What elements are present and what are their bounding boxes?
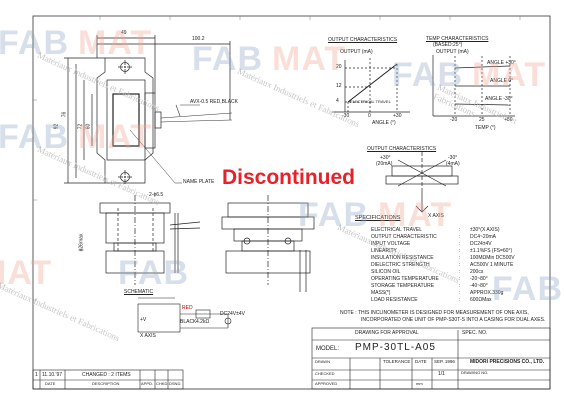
watermark-fab: FAB [492, 270, 563, 308]
hole-label: 2-ϕ6.5 [149, 192, 164, 198]
schematic-title: SCHEMATIC [124, 289, 154, 295]
watermark-fab: FAB [118, 254, 189, 292]
checked-label: CHECKED [315, 371, 335, 376]
output-chart-2-title: OUTPUT CHARACTERISTICS [367, 146, 437, 152]
temp-tick-25: 25 [479, 117, 485, 123]
rev-col-desc: DESCRIPTION [92, 381, 120, 386]
temp-chart-title: TEMP CHARACTERISTICS [426, 36, 489, 42]
out2-p30: +30° [380, 155, 391, 161]
date-label: DATE [415, 359, 427, 364]
front-view-bottom [221, 195, 315, 292]
output-tick-12: 12 [336, 83, 342, 89]
dim-100: 100.2 [192, 36, 205, 42]
temp-tick-m20: -20 [450, 117, 458, 123]
watermark-mat: MAT [472, 56, 547, 94]
lead-label: AVX-0.5 RED,BLACK [190, 99, 238, 105]
temp-angle-m30: ANGLE -30° [485, 96, 513, 102]
temp-xlabel: TEMP (°) [475, 125, 496, 131]
tolerance-label: TOLERANCE [383, 359, 411, 364]
rev-col-dsnd: DSND. [169, 381, 182, 386]
temp-angle-0: ANGLE 0° [490, 78, 514, 84]
model-label: MODEL: [316, 346, 340, 352]
sch-xaxis: X AXIS [140, 333, 156, 339]
dim-49: 49 [121, 30, 127, 36]
drawing-frame [32, 15, 551, 390]
watermark-fab: FAB [192, 40, 263, 78]
watermark-mat: MAT [78, 24, 153, 62]
spec-no-label: SPEC. NO. [462, 330, 488, 336]
dim-76: 76 [61, 111, 68, 118]
output-tick-0: 0 [368, 113, 371, 119]
out2-m30: -30° [448, 155, 458, 161]
title-block [32, 327, 551, 390]
date-value: SEP. 1996 [434, 359, 455, 364]
front-view [64, 35, 231, 184]
temp-chart-ylabel: OUTPUT (mA) [436, 49, 469, 55]
schematic [137, 297, 232, 333]
side-view-left [99, 195, 201, 285]
discontinued-banner: Discontinued [222, 166, 356, 189]
output-chart-ylabel: OUTPUT (mA) [340, 49, 373, 55]
output-angle-label: ANGLE (°) [372, 120, 396, 126]
output-travel-label: ELECTRICAL TRAVEL [350, 99, 391, 104]
watermark-mat: MAT [0, 254, 53, 292]
rev-col-chkd: CHKD. [156, 381, 169, 386]
specs-title: SPECIFICATIONS [355, 215, 401, 221]
sch-black: BLACK [180, 319, 197, 325]
frame-ticks [33, 16, 521, 301]
drawing-no-label: DRAWING NO. [461, 370, 489, 375]
watermark-mat: MAT [272, 40, 347, 78]
output-tick-p30: +30 [393, 113, 402, 119]
output-tick-20: 20 [336, 64, 342, 70]
rev-date: 11.10.'97 [42, 372, 63, 378]
sch-supply: DC24V±4V [220, 311, 245, 317]
watermark-mat: MAT [78, 118, 153, 156]
watermark-fab: FAB [298, 196, 369, 234]
watermark-mat: MAT [378, 196, 453, 234]
unit-label: mm [416, 381, 423, 386]
note-line-2: INCORPORATED ONE UNIT OF PMP-S30T-S INTO… [361, 317, 546, 323]
xaxis-label: X AXIS [428, 213, 444, 219]
output-chart-title: OUTPUT CHARACTERISTICS [328, 37, 398, 43]
nameplate-label: NAME PLATE [183, 179, 215, 185]
drawn-label: DRAWN [315, 359, 330, 364]
output-chart [332, 58, 410, 113]
temp-chart [432, 55, 515, 117]
scale-value: 1/1 [438, 371, 445, 377]
rev-description: CHANGED : 2 ITEMS [82, 372, 131, 378]
sch-resistor: 4.2kΩ [196, 319, 210, 325]
approved-label: APPROVED [315, 381, 338, 386]
drawing-for-label: DRAWING FOR APPROVAL [355, 330, 419, 336]
temp-angle-p30: ANGLE +30° [487, 60, 516, 66]
out2-p30-ma: (20mA) [376, 161, 393, 167]
watermark-fab: FAB [0, 118, 69, 156]
watermark-fab: FAB [392, 56, 463, 94]
watermark-fab: FAB [0, 24, 69, 62]
output-tick-4: 4 [336, 98, 339, 104]
temp-chart-sub: (BASED:25°) [433, 42, 463, 48]
note-line-1: NOTE : THIS INCLINOMETER IS DESIGNED FOR… [340, 310, 529, 316]
height-label: ϕ26max [78, 233, 85, 252]
rev-col-appd: APPD. [141, 381, 154, 386]
out2-m30-ma: (4mA) [446, 161, 460, 167]
cable-leads [160, 104, 233, 123]
rev-number: 1 [35, 372, 38, 378]
sch-red: RED [182, 305, 193, 311]
model-number: PMP-30TL-A05 [355, 342, 436, 353]
company-name: MIDORI PRECISIONS CO., LTD. [470, 359, 545, 365]
sch-vplus: +V [140, 317, 147, 323]
rev-col-date: DATE [45, 381, 56, 386]
output-tick-m30: -30 [342, 113, 350, 119]
output-chart-2 [385, 152, 459, 213]
temp-tick-p80: +80 [504, 117, 513, 123]
